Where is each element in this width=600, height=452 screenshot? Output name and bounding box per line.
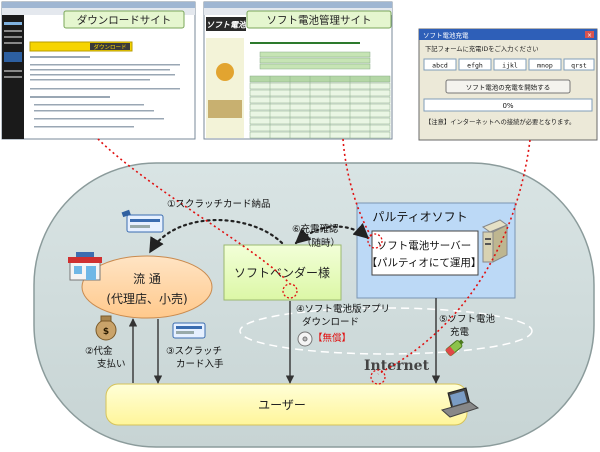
leader-download-site [97,138,291,285]
download-banner: ダウンロード [93,43,126,51]
distribution-node [81,255,213,319]
flow-5-sub-label: 充電 [450,326,470,338]
flow-charge-check-arrow [294,223,370,245]
user-label: ユーザー [258,398,306,412]
server-label: ソフト電池サーバー [377,239,471,252]
flow-4-sub-label: ダウンロード [302,316,359,328]
download-site-title: ダウンロードサイト [77,14,172,27]
charge-progress: 0% [502,102,513,110]
partio-box: パルティオソフト ソフト電池サーバー 【パルティオにて運用】 [356,202,516,299]
laptop-icon [440,387,480,418]
flow-1-label: ①スクラッチカード納品 [167,198,271,210]
charge-note: 【注意】インターネットへの接続が必要となります。 [425,117,575,126]
shop-icon [68,252,102,281]
scratch-card-icon [172,322,206,339]
server-icon [481,219,509,263]
charge-id-field[interactable]: efgh [467,62,483,70]
vendor-label: ソフトベンダー様 [234,265,330,280]
distribution-label: 流 通 [133,272,161,286]
scratch-card-icon [121,209,164,233]
charge-dialog-title: ソフト電池充電 [423,31,469,40]
flow-6-label: ⑥充電確認 [292,223,339,235]
charge-dialog-screenshot: ソフト電池充電 × 下記フォームに充電IDをご入力ください abcd efgh … [418,28,598,141]
screen-leader-lines [97,138,531,375]
flow-6-sub-label: （随時） [302,237,340,249]
internet-cloud [239,307,533,355]
flow-card-delivery-arrow [148,218,284,254]
vendor-highlight-circle [282,283,298,299]
close-icon[interactable]: × [587,32,592,39]
cd-disc-icon [297,331,313,347]
charge-id-field[interactable]: qrst [571,62,587,70]
battery-icon [445,339,464,357]
flow-2-label: ②代金 [85,345,113,357]
charge-id-field[interactable]: ijkl [502,62,518,70]
partio-label: パルティオソフト [372,210,467,224]
charge-id-field[interactable]: abcd [432,62,448,70]
vendor-node [223,244,342,301]
download-site-screenshot: ダウンロード ダウンロードサイト [1,1,196,140]
flow-3-label: ③スクラッチ [166,346,222,357]
start-charge-button[interactable]: ソフト電池の充電を開始する [466,83,551,92]
charge-id-field[interactable]: mnop [537,62,553,70]
flow-4-label: ④ソフト電池版アプリ [296,303,390,315]
leader-manage-site [342,138,373,239]
server-highlight-circle [367,233,383,249]
flow-4-free-label: 【無償】 [313,332,351,344]
leader-charge-dialog [377,139,531,375]
money-bag-icon: $ [95,315,117,341]
manage-site-screenshot: ソフト電池 ソフト電池管理サイト [203,1,393,140]
internet-label: Internet [364,358,430,374]
svg-text:$: $ [103,327,109,337]
manage-logo: ソフト電池 [206,21,247,30]
server-operation-label: 【パルティオにて運用】 [367,257,482,269]
charge-id-fields: abcd efgh ijkl mnop qrst [423,58,595,71]
flow-5-label: ⑤ソフト電池 [439,313,496,325]
charge-instruction: 下記フォームに充電IDをご入力ください [425,44,539,53]
flow-3-sub-label: カード入手 [176,358,224,370]
distribution-sub-label: (代理店、小売) [106,291,187,306]
manage-site-title: ソフト電池管理サイト [267,14,372,27]
user-highlight-circle [370,369,386,385]
flow-2-sub-label: 支払い [97,358,126,370]
